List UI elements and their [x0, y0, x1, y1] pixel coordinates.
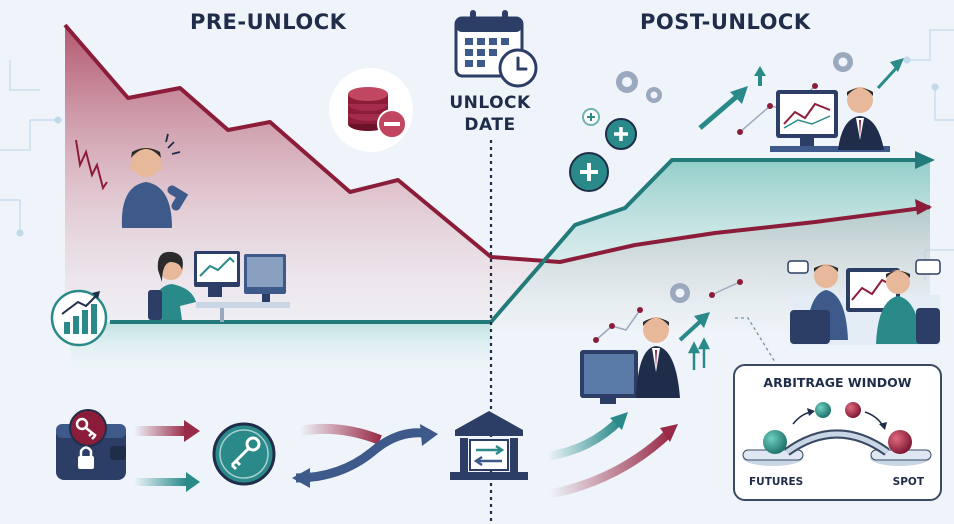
- happy-trader-icon: [580, 279, 743, 404]
- key-coin-icon: [212, 422, 276, 486]
- arbitrage-window-panel: ARBITRAGE WINDOW FUTURES SPOT: [733, 364, 942, 501]
- coin-stack-minus-icon: [329, 68, 413, 152]
- stressed-person-icon: [121, 133, 189, 228]
- wallet-key-icon: [56, 409, 126, 480]
- falling-zigzag: [75, 139, 108, 191]
- spot-label: SPOT: [892, 476, 924, 488]
- calendar-clock-icon: [454, 10, 538, 88]
- analyst-desk-icon: [148, 251, 290, 322]
- exchange-bank-icon: [450, 411, 528, 480]
- circuit-decoration-left: [0, 60, 62, 237]
- growth-chart-icon: [50, 289, 108, 347]
- unlock-date-label: UNLOCK DATE: [449, 93, 531, 135]
- post-unlock-supply-area: [491, 160, 930, 330]
- price-arrowhead: [915, 199, 932, 215]
- baseline-area: [70, 322, 491, 372]
- arbitrage-connector: [735, 317, 776, 363]
- plus-coin-icon: [569, 108, 637, 192]
- supply-line: [110, 158, 918, 324]
- supply-arrowhead: [915, 151, 935, 169]
- arbitrage-window-title: ARBITRAGE WINDOW: [763, 375, 912, 390]
- post-unlock-heading: POST-UNLOCK: [640, 10, 811, 34]
- trader-desk-icon: [770, 87, 890, 152]
- price-line: [63, 23, 931, 264]
- flow-streaks: [134, 412, 678, 499]
- gear-icon: [616, 52, 853, 303]
- pre-unlock-heading: PRE-UNLOCK: [190, 10, 347, 34]
- arbitrage-bridge-graphic: [742, 402, 932, 466]
- discussing-traders-icon: [787, 259, 941, 345]
- futures-label: FUTURES: [749, 476, 804, 488]
